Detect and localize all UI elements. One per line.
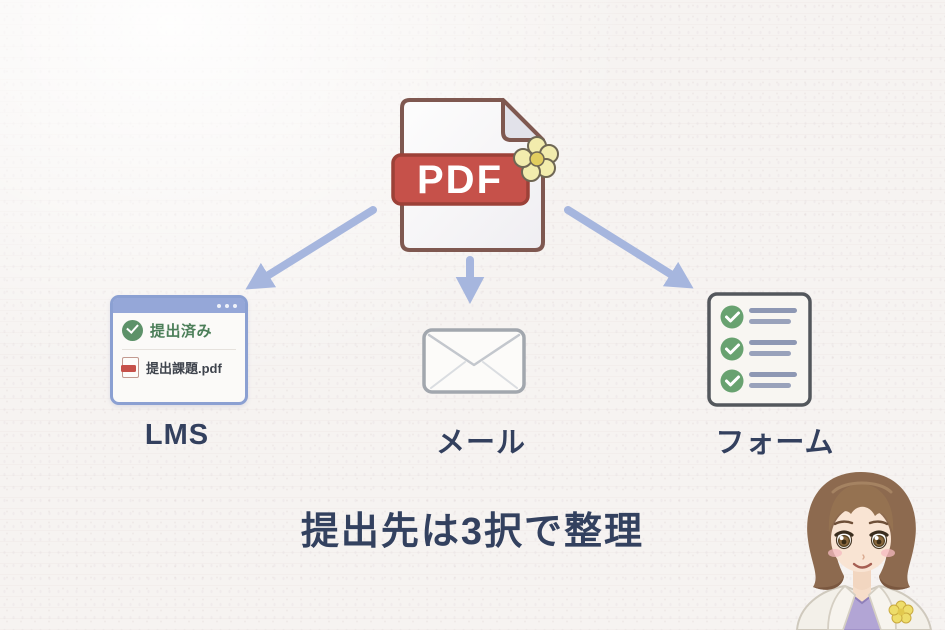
pdf-banner-label: PDF xyxy=(417,158,503,202)
window-dot xyxy=(225,303,229,308)
arrow-to-form xyxy=(564,206,694,289)
hair-tip-left xyxy=(813,576,844,590)
mini-pdf-icon xyxy=(121,357,139,378)
window-dot xyxy=(217,303,221,308)
nose xyxy=(862,554,865,560)
assistant-character xyxy=(795,472,933,630)
eyebrows xyxy=(833,520,889,526)
blush xyxy=(881,549,895,557)
fanout-arrows xyxy=(245,206,694,305)
document-fold xyxy=(501,98,545,142)
check-circle-icon xyxy=(122,320,143,341)
flower-brooch-icon xyxy=(888,600,914,624)
coat-lapel-left xyxy=(827,584,857,630)
label-lms: LMS xyxy=(144,419,210,451)
lms-status-row: 提出済み xyxy=(122,320,236,341)
hair-bangs xyxy=(828,484,894,532)
lms-status-text: 提出済み xyxy=(150,323,213,340)
pdf-file-icon: PDF xyxy=(391,98,559,252)
form-checklist-icon xyxy=(707,292,812,407)
label-mail: メール xyxy=(435,427,526,459)
form-row xyxy=(720,305,797,329)
hair-tip-right xyxy=(879,576,910,590)
label-form: フォーム xyxy=(715,427,835,459)
lms-file-row: 提出課題.pdf xyxy=(121,357,236,378)
hair-highlight xyxy=(831,481,893,494)
arrow-to-lms xyxy=(245,206,377,290)
lms-file-name: 提出課題.pdf xyxy=(146,361,222,376)
blush xyxy=(828,549,842,557)
neckline-trim xyxy=(852,595,872,605)
lms-window-titlebar xyxy=(113,298,245,313)
divider xyxy=(122,349,236,350)
lms-window-icon: 提出済み 提出課題.pdf xyxy=(110,295,248,405)
eyes xyxy=(834,530,889,550)
envelope-icon xyxy=(422,328,526,394)
mouth xyxy=(852,562,873,569)
page-title: 提出先は3択で整理 xyxy=(300,511,645,553)
window-dot xyxy=(233,303,237,308)
form-row xyxy=(720,337,797,361)
form-row xyxy=(720,369,797,393)
flower-icon xyxy=(513,136,559,182)
